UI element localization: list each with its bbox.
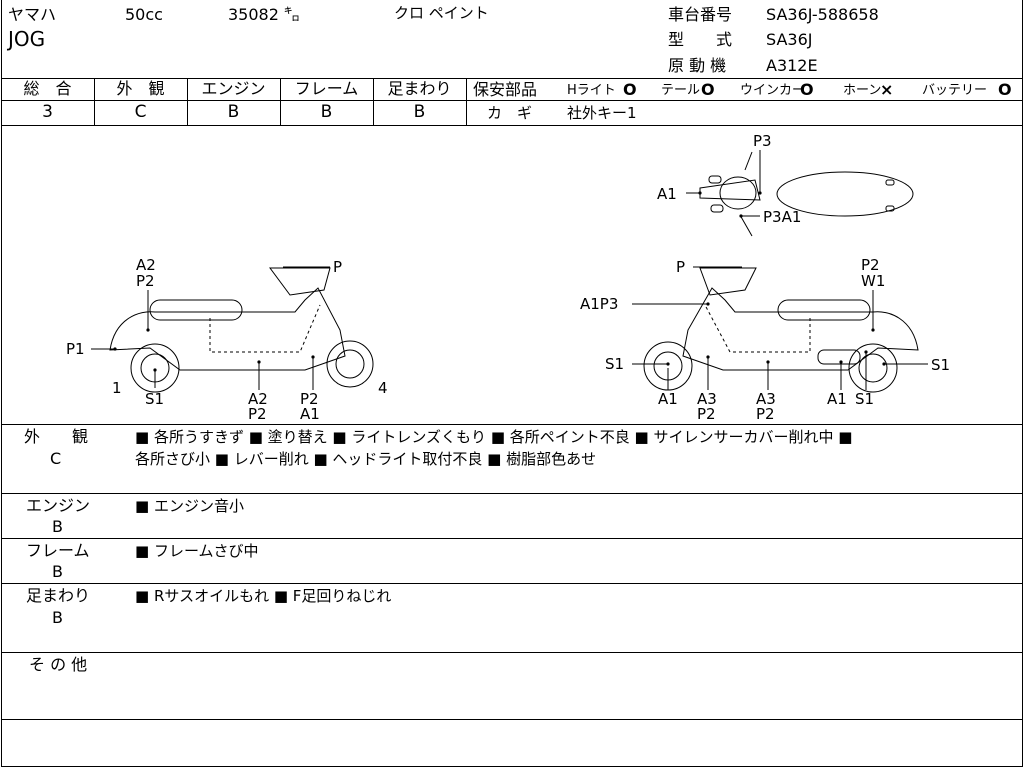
remark-text-suspension: ■ Rサスオイルもれ ■ F足回りねじれ: [135, 587, 392, 605]
grade-table-bottom: [1, 125, 1022, 126]
key-value: 社外キー1: [567, 104, 637, 122]
remark-title-engine: エンジン: [26, 496, 91, 515]
diagram-label: 4: [378, 379, 388, 397]
damage-points: [113, 191, 886, 372]
remark-divider: [1, 652, 1022, 653]
remark-grade-exterior: C: [50, 449, 62, 468]
grade-col-divider: [373, 78, 374, 125]
safety-item-horn: ホーン: [843, 83, 882, 98]
engine-label: 原 動 機: [668, 56, 727, 75]
safety-item-winker: ウインカー: [740, 83, 806, 98]
diagram-label: S1: [605, 355, 624, 373]
remark-text-engine: ■ エンジン音小: [135, 497, 244, 515]
scooter-top-view: [699, 151, 914, 237]
remark-divider: [1, 583, 1022, 584]
grade-col-divider: [94, 78, 95, 125]
remark-grade-suspension: B: [52, 608, 63, 627]
type-label: 型 式: [668, 30, 733, 49]
diagram-label: A1: [300, 405, 320, 423]
safety-mark-headlight: O: [623, 80, 637, 99]
grade-table-mid: [1, 100, 467, 101]
diagram-label: W1: [861, 272, 885, 290]
safety-item-battery: バッテリー: [922, 83, 988, 98]
grade-col-divider: [187, 78, 188, 125]
grade-header-frame: フレーム: [294, 79, 359, 98]
safety-label: 保安部品: [473, 80, 538, 99]
remark-title-other: そ の 他: [29, 655, 88, 674]
diagram-label: A3: [756, 390, 776, 408]
diagram-label: A1P3: [580, 295, 618, 313]
diagram-label: P2: [861, 256, 880, 274]
grade-col-divider: [280, 78, 281, 125]
diagram-label: A1: [657, 185, 677, 203]
remark-divider: [1, 493, 1022, 494]
diagram-label: A2: [136, 256, 156, 274]
remark-grade-frame: B: [52, 562, 63, 581]
safety-mark-winker: O: [800, 80, 814, 99]
grade-col-divider: [466, 78, 467, 125]
diagram-bottom: [1, 424, 1022, 425]
safety-mark-tail: O: [701, 80, 715, 99]
diagram-label: P: [676, 258, 685, 276]
remark-title-exterior: 外 観: [24, 427, 89, 446]
model-name: JOG: [8, 27, 46, 51]
remark-title-suspension: 足まわり: [26, 586, 91, 605]
type-value: SA36J: [766, 30, 813, 49]
remark-title-frame: フレーム: [26, 541, 90, 560]
grade-header-suspension: 足まわり: [387, 79, 452, 98]
scooter-diagram: P3 A1 P3A1 A2 P2 P P1 1 S1 A2 P2 P2 A1 4…: [66, 132, 950, 423]
body-color: クロ ペイント: [394, 4, 489, 22]
displacement: 50cc: [125, 5, 163, 24]
grade-header-engine: エンジン: [201, 79, 266, 98]
safety-mark-battery: O: [998, 80, 1012, 99]
maker: ヤマハ: [8, 5, 57, 24]
grade-header-total: 総 合: [23, 79, 72, 98]
safety-item-headlight: Hライト: [567, 83, 616, 98]
grade-value-frame: B: [320, 102, 333, 122]
grade-table-mid-right: [467, 100, 1022, 101]
diagram-label: A1: [827, 390, 847, 408]
diagram-label: P2: [756, 405, 775, 423]
remark-text-frame: ■ フレームさび中: [135, 542, 259, 560]
grade-header-exterior: 外 観: [116, 79, 165, 98]
remark-divider: [1, 719, 1022, 720]
diagram-label: P2: [248, 405, 267, 423]
frame-no: SA36J-588658: [766, 5, 879, 24]
diagram-label: P: [333, 258, 342, 276]
diagram-label: P2: [300, 390, 319, 408]
diagram-label: P2: [697, 405, 716, 423]
scooter-left-view: [109, 267, 374, 393]
grade-value-exterior: C: [134, 102, 147, 122]
diagram-label: A3: [697, 390, 717, 408]
mileage: 35082 ㌔: [228, 5, 300, 24]
remark-grade-engine: B: [52, 517, 63, 536]
diagram-label: A2: [248, 390, 268, 408]
safety-item-tail: テール: [661, 83, 701, 98]
leader-lines: [91, 150, 928, 390]
remark-divider: [1, 538, 1022, 539]
diagram-label: P2: [136, 272, 155, 290]
diagram-label: S1: [855, 390, 874, 408]
remark-text-exterior-2: 各所さび小 ■ レバー削れ ■ ヘッドライト取付不良 ■ 樹脂部色あせ: [135, 450, 597, 468]
remark-text-exterior: ■ 各所うすきず ■ 塗り替え ■ ライトレンズくもり ■ 各所ペイント不良 ■…: [135, 428, 853, 446]
grade-table-top: [1, 78, 1022, 79]
key-label: カ ギ: [487, 104, 533, 122]
diagram-label: S1: [931, 356, 950, 374]
grade-value-suspension: B: [413, 102, 426, 122]
diagram-label: S1: [145, 390, 164, 408]
diagram-label: P3: [753, 132, 772, 150]
diagram-label: P3A1: [763, 208, 801, 226]
grade-value-engine: B: [227, 102, 240, 122]
diagram-label: 1: [112, 379, 122, 397]
diagram-label: P1: [66, 340, 85, 358]
safety-mark-horn: ×: [880, 80, 894, 99]
diagram-label: A1: [658, 390, 678, 408]
grade-value-total: 3: [42, 102, 53, 122]
frame-no-label: 車台番号: [668, 5, 733, 24]
engine-value: A312E: [766, 56, 818, 75]
